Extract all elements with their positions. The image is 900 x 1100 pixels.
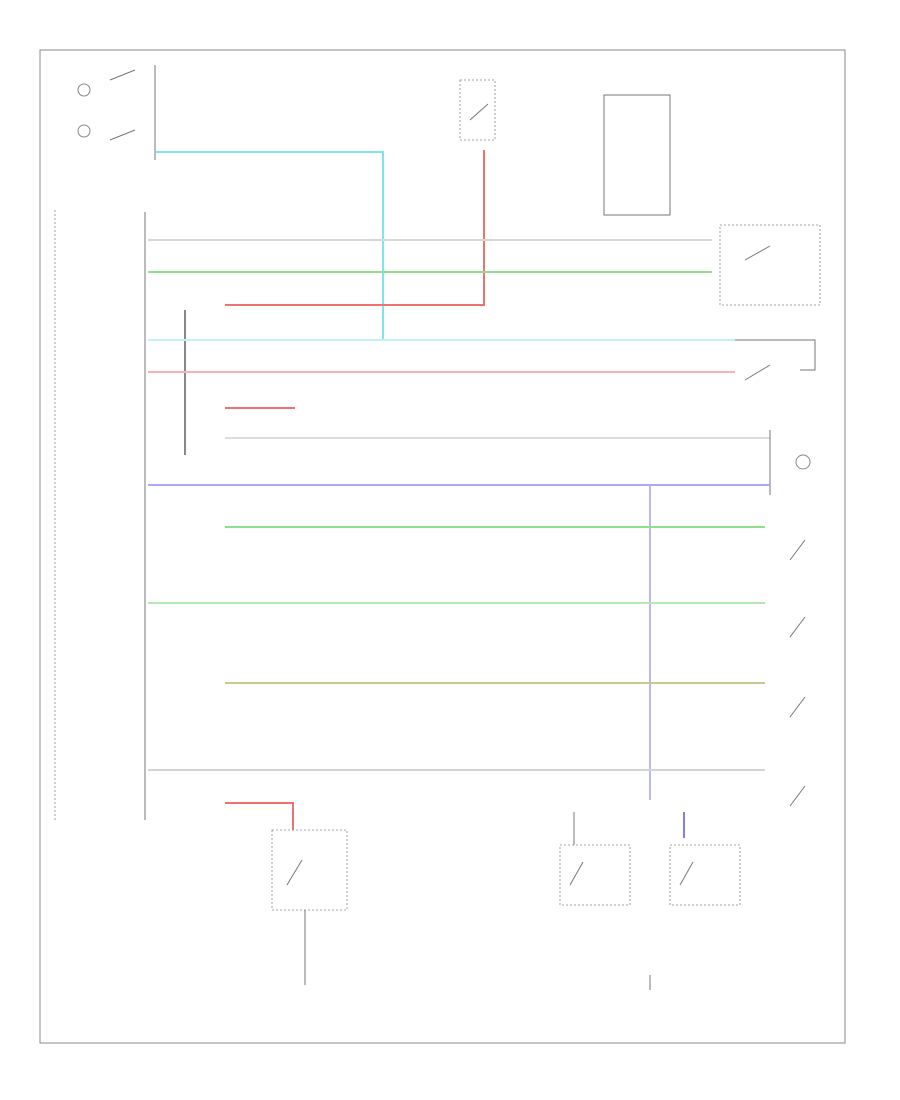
lamp-symbol xyxy=(77,83,91,97)
wire-red-bottom xyxy=(225,802,294,830)
bottom-switch-left xyxy=(271,829,348,985)
lamp-symbol-right xyxy=(795,454,811,470)
top-left-switch-component xyxy=(77,65,156,160)
lamp-symbol-2 xyxy=(77,124,91,138)
wire-red-relay xyxy=(225,150,485,306)
multiplex-control-unit xyxy=(54,210,146,820)
diagram-frame xyxy=(39,49,846,1044)
bottom-switch-right xyxy=(669,844,741,906)
wire-ltblu-top xyxy=(155,151,384,340)
right-switches xyxy=(744,364,806,807)
bottom-switch-center xyxy=(559,812,631,906)
center-relay-component xyxy=(459,79,496,141)
wire-cyan-right xyxy=(735,339,816,371)
top-right-unit xyxy=(603,94,821,306)
